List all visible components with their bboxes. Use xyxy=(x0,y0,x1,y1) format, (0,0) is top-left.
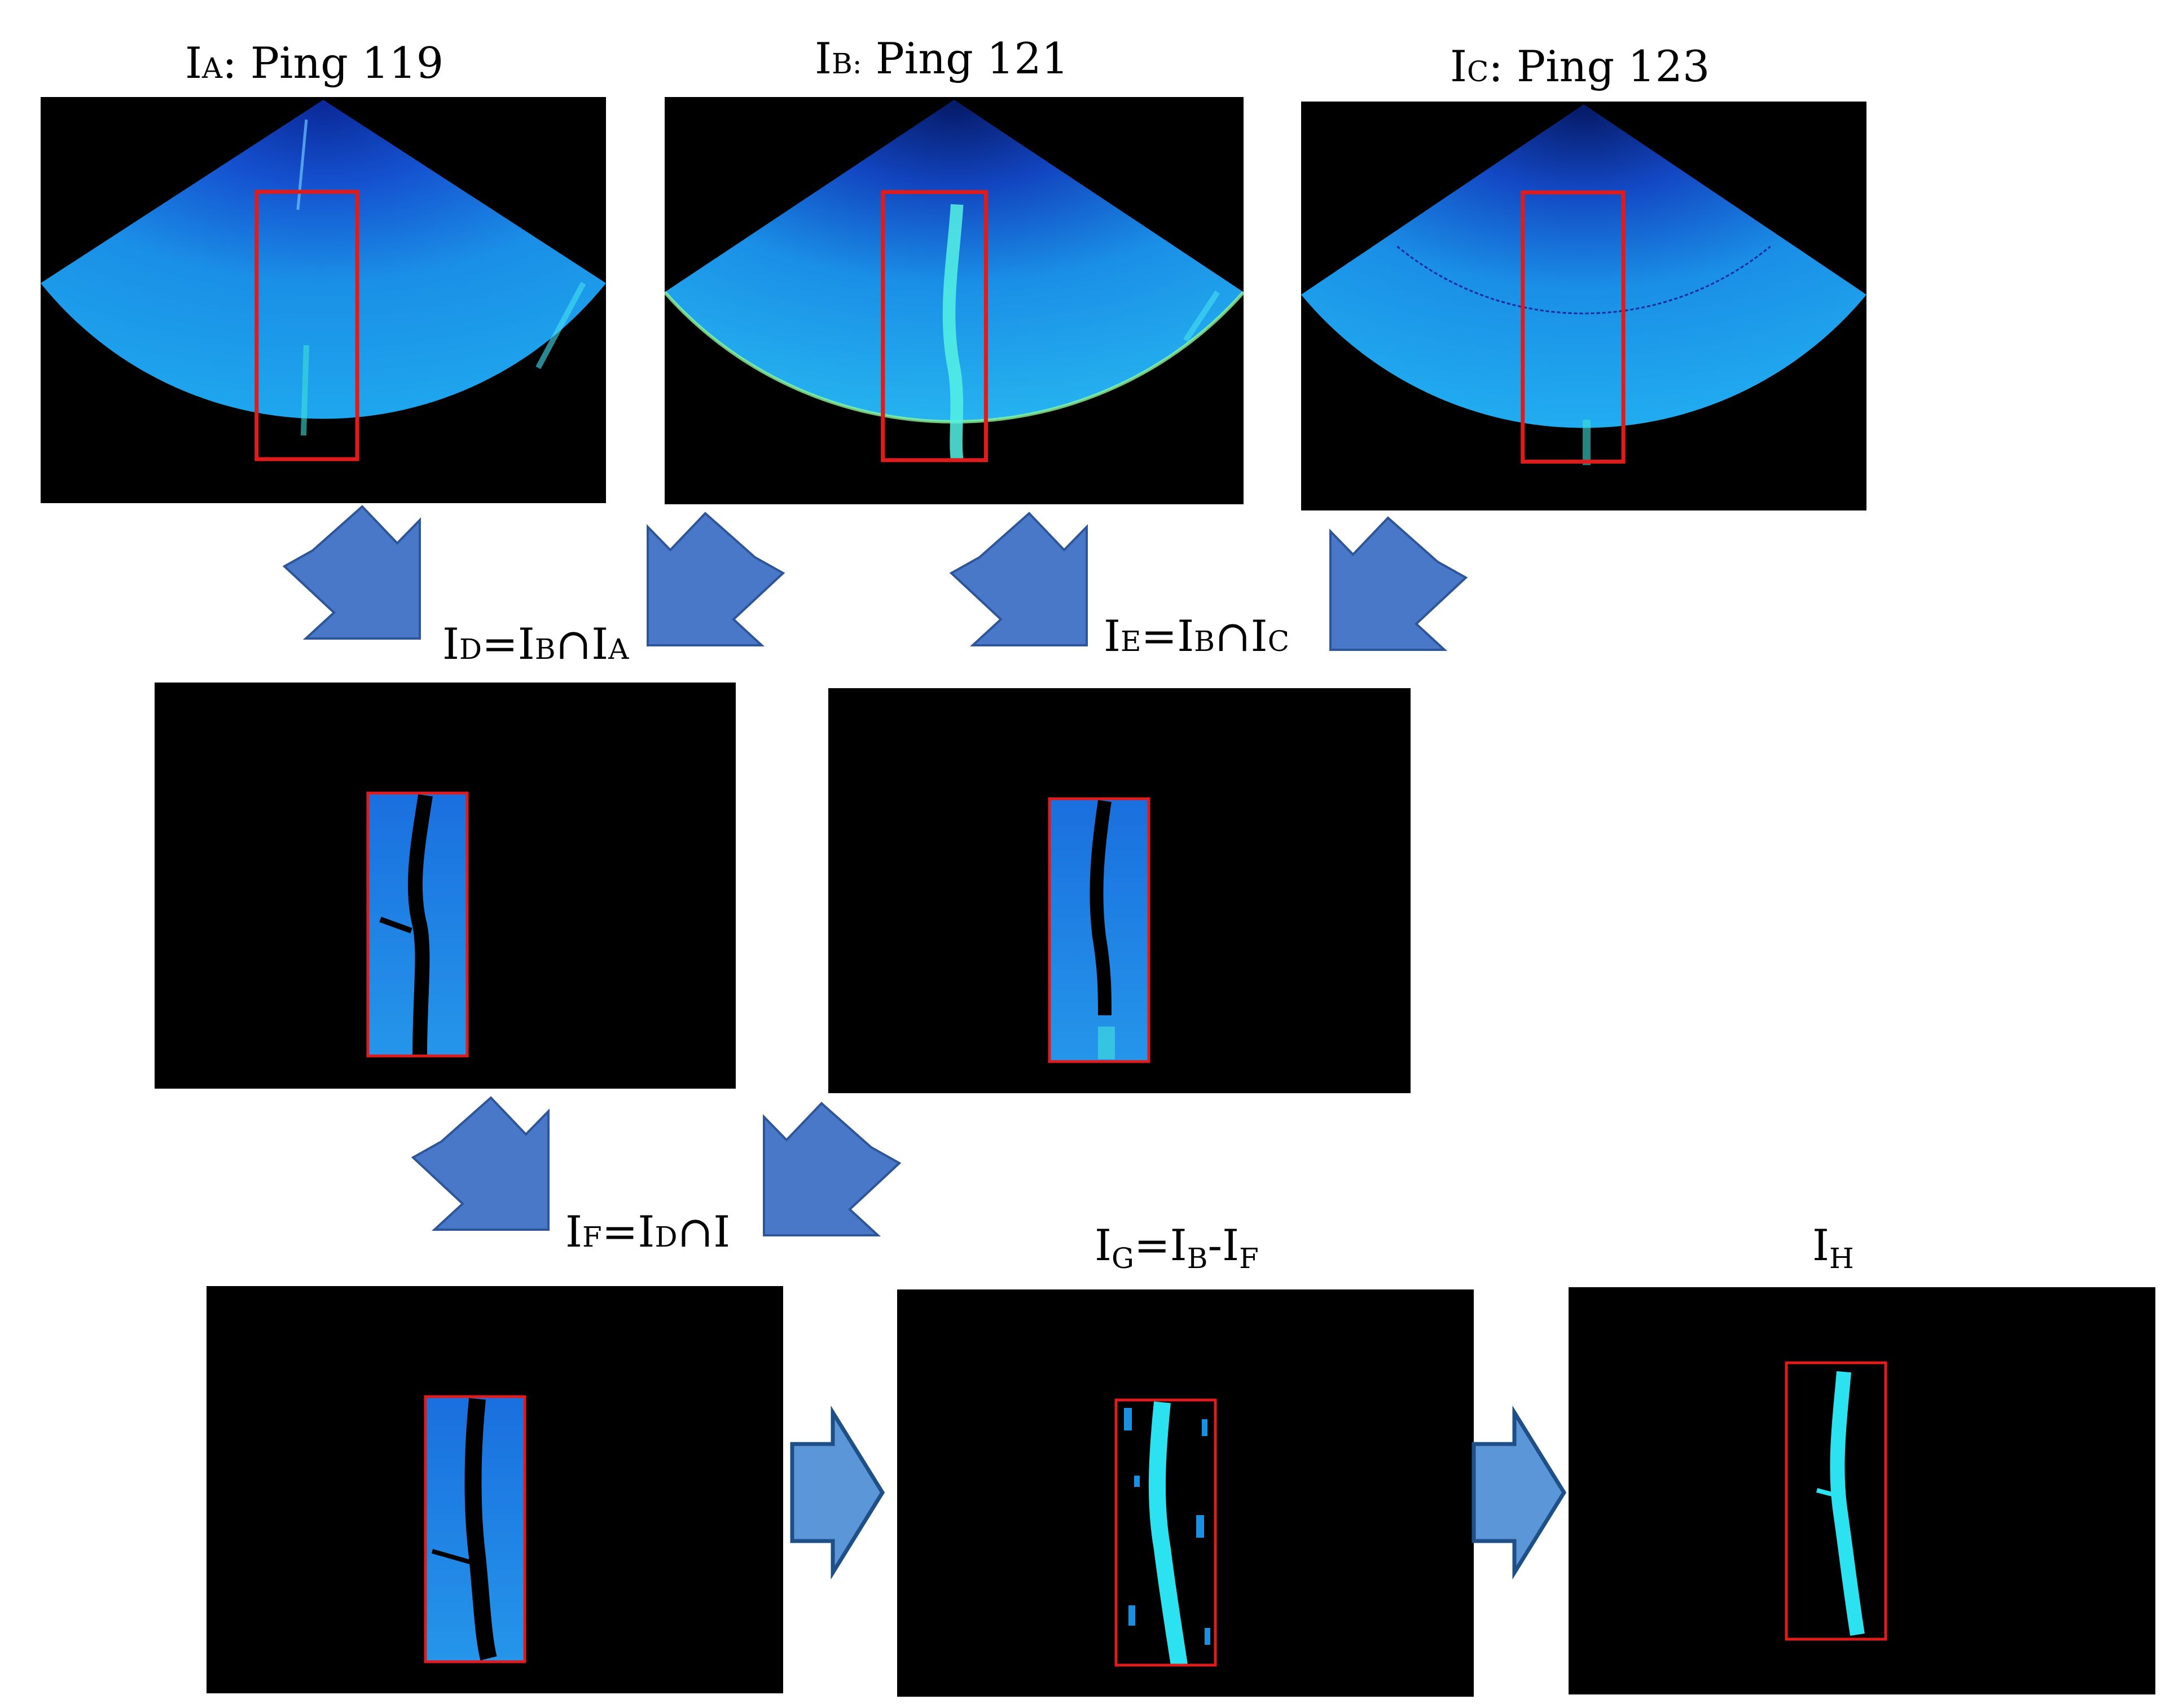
sonar-image-ping-121 xyxy=(665,97,1244,504)
label-ib: IB: Ping 121 xyxy=(815,33,1069,83)
arrow-down-right-icon xyxy=(282,505,421,640)
label-ia: IA: Ping 119 xyxy=(185,38,444,88)
roi-box xyxy=(1521,190,1626,464)
arrow-down-right-icon xyxy=(949,512,1088,646)
roi-box xyxy=(1048,797,1150,1063)
label-ih: IH xyxy=(1812,1220,1854,1275)
intersection-image-d xyxy=(155,683,736,1089)
label-if: IF=ID∩I xyxy=(565,1207,731,1257)
label-ie: IE=IB∩IC xyxy=(1104,611,1289,661)
difference-image-g xyxy=(897,1289,1474,1697)
roi-box xyxy=(1114,1398,1217,1667)
intersection-image-f xyxy=(207,1286,783,1693)
label-ic: IC: Ping 123 xyxy=(1450,41,1710,91)
roi-box xyxy=(1785,1361,1887,1641)
intersection-image-e xyxy=(828,688,1411,1093)
result-image-h xyxy=(1569,1287,2155,1694)
arrow-right-icon xyxy=(1472,1405,1567,1580)
label-ig: IG=IB-IF xyxy=(1095,1220,1259,1275)
sonar-image-ping-119 xyxy=(41,97,606,503)
arrow-down-right-icon xyxy=(411,1096,550,1231)
label-id: ID=IB∩IA xyxy=(442,619,629,669)
roi-box xyxy=(366,791,469,1058)
arrow-down-left-icon xyxy=(763,1102,902,1236)
arrow-right-icon xyxy=(790,1405,885,1580)
roi-box xyxy=(424,1395,526,1663)
arrow-down-left-icon xyxy=(1329,516,1468,651)
sonar-image-ping-123 xyxy=(1301,102,1866,510)
roi-box xyxy=(881,190,989,463)
roi-box xyxy=(254,190,359,461)
arrow-down-left-icon xyxy=(647,512,785,646)
